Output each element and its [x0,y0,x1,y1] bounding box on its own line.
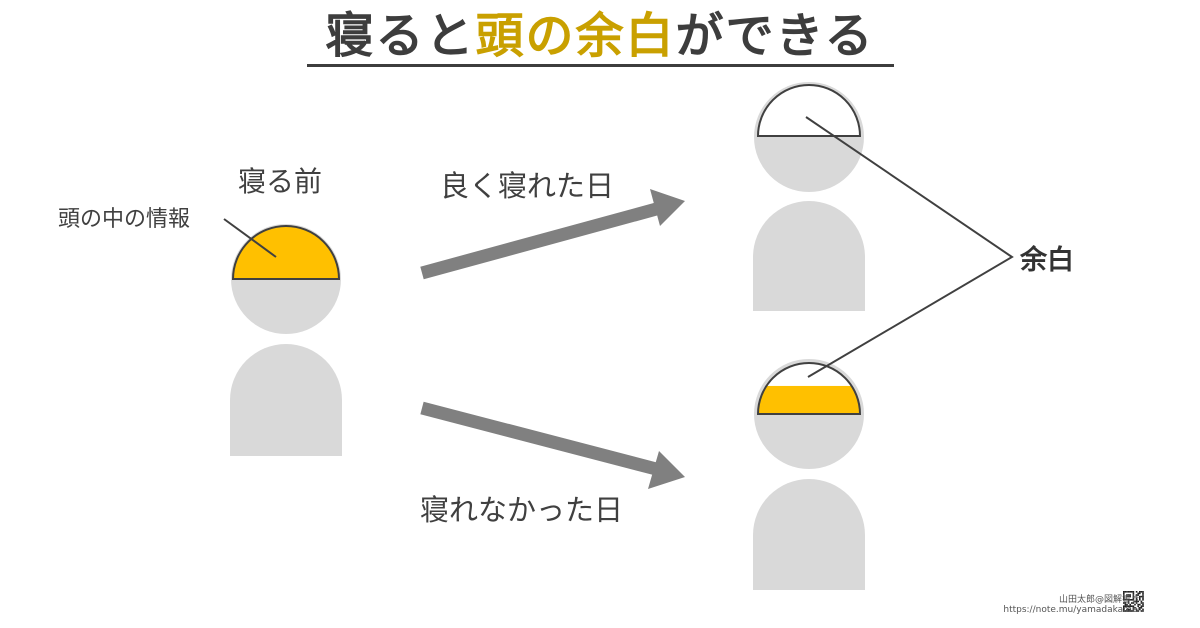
body-good [753,201,865,311]
semicircle-bg-good [758,85,860,136]
leader-line-head-info [223,218,277,258]
label-margin: 余白 [1020,245,1074,276]
label-head-info: 頭の中の情報 [58,207,191,232]
semicircle-outline-good [756,84,862,137]
title-part-1: 寝ると [325,8,476,64]
credit-author: 山田太郎@図解書き [1058,595,1140,605]
label-good-sleep-day: 良く寝れた日 [440,169,615,203]
qr-code-icon [1123,591,1144,612]
leader-line-margin [805,116,1014,378]
credit-url: https://note.mu/yamadakamei [1003,605,1140,615]
page-title: 寝ると頭の余白ができる [0,6,1200,66]
title-accent: 頭の余白 [475,8,676,64]
figure-before [230,224,342,456]
body-bad [753,479,865,590]
semicircle-outline-bad [756,362,862,415]
label-bad-sleep-day: 寝れなかった日 [420,493,624,527]
figure-good [753,82,865,311]
label-before-sleep: 寝る前 [238,165,323,198]
arrow-up-right [420,189,685,280]
arrow-down-right [420,401,685,489]
figure-bad [753,359,865,590]
info-fill-bad [758,385,860,414]
title-part-2: ができる [675,8,875,64]
info-fill-before [233,226,339,279]
title-underline [307,64,894,67]
body-before [230,344,342,456]
semicircle-outline-before [231,225,341,280]
